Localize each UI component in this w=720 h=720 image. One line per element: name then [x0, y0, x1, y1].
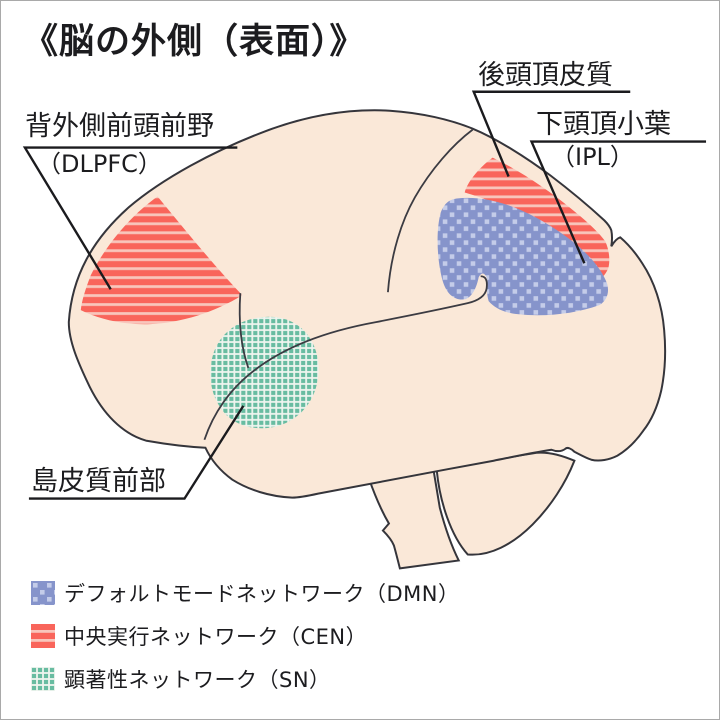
dmn-pattern-swatch-icon — [31, 581, 55, 605]
region-anterior-insula-sn — [210, 316, 319, 429]
region-ipl-dmn — [437, 197, 609, 316]
legend-label-sn: 顕著性ネットワーク（SN） — [64, 668, 331, 692]
label-dlpfc-abbr: （DLPFC） — [37, 150, 162, 178]
sn-pattern-swatch-icon — [31, 667, 55, 691]
legend-label-dmn: デフォルトモードネットワーク（DMN） — [64, 582, 460, 606]
dlpfc-label-line — [22, 146, 238, 290]
label-ipl: 下頭頂小葉 — [536, 109, 671, 140]
label-dlpfc: 背外側前頭前野 — [25, 111, 214, 142]
page-title: 《脳の外側（表面）》 — [23, 22, 366, 62]
legend-label-cen: 中央実行ネットワーク（CEN） — [64, 625, 368, 649]
ipl-label-line — [529, 140, 707, 264]
label-ipl-abbr: （IPL） — [551, 143, 634, 171]
central-sulcus — [387, 128, 474, 293]
legend-item-cen: 中央実行ネットワーク（CEN） — [31, 621, 460, 651]
legend-item-sn: 顕著性ネットワーク（SN） — [31, 664, 460, 694]
cen-pattern-swatch-icon — [31, 624, 55, 648]
sulcus-branch — [238, 293, 250, 369]
legend: デフォルトモードネットワーク（DMN） 中央実行ネットワーク（CEN） 顕著性ネ… — [31, 578, 460, 707]
lateral-sulcus — [203, 275, 488, 441]
legend-item-dmn: デフォルトモードネットワーク（DMN） — [31, 578, 460, 608]
label-posterior-parietal: 後頭頂皮質 — [478, 60, 613, 91]
cerebrum-outline — [67, 109, 667, 499]
label-anterior-insula: 島皮質前部 — [31, 466, 166, 497]
region-dlpfc-cen — [80, 196, 243, 325]
insula-label-line — [28, 405, 245, 500]
ppc-label-line — [471, 90, 631, 177]
